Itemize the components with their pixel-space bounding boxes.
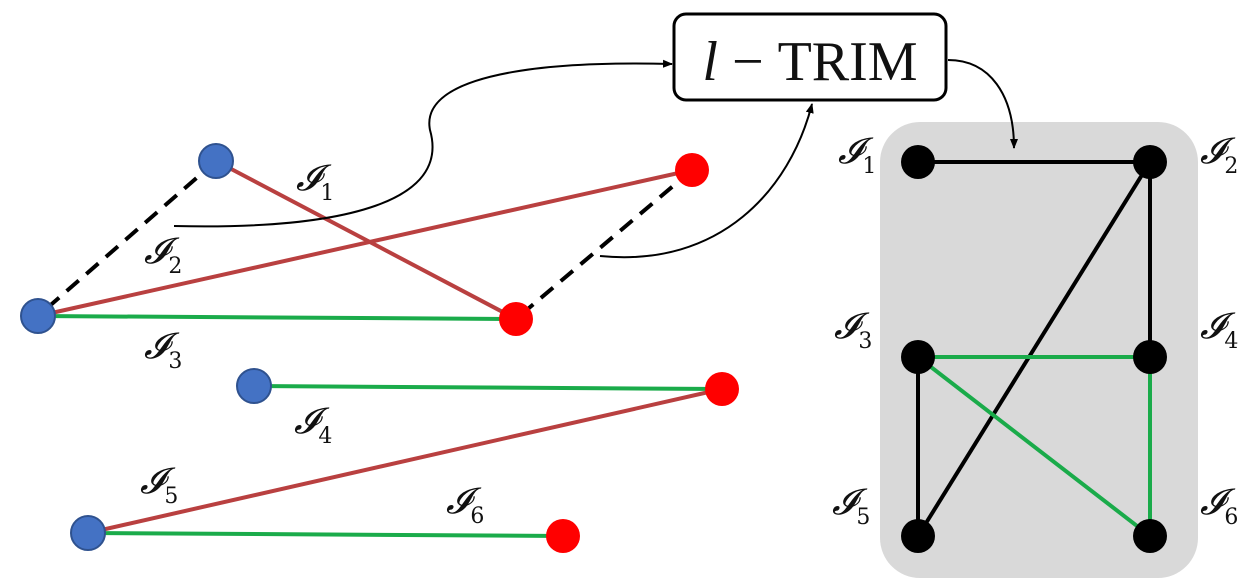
right-label-I6: 𝓘6 [1200, 482, 1238, 530]
left-edges [36, 159, 723, 538]
blue-node-b1 [198, 143, 234, 179]
dashed-edge-b1-b2 [36, 159, 218, 318]
red-node-r4 [546, 519, 580, 553]
result-graph-panel [880, 122, 1198, 578]
right-label-I3: 𝓘3 [834, 306, 872, 354]
right-edges [916, 160, 1152, 538]
node-I1 [901, 145, 935, 179]
blue-node-b4 [70, 515, 106, 551]
right-label-I5: 𝓘5 [832, 482, 870, 530]
node-I2 [1133, 145, 1167, 179]
edge-b4-r3 [87, 387, 723, 535]
arrow-to-trim-from-right [599, 103, 814, 259]
right-nodes [901, 145, 1167, 553]
right-label-I4: 𝓘4 [1200, 306, 1238, 354]
edge-b3-r3 [253, 384, 723, 391]
node-I6 [1133, 519, 1167, 553]
edge-b2-r1 [37, 168, 693, 318]
node-I5 [901, 519, 935, 553]
trim-box: l−TRIM [672, 12, 948, 102]
edge-I3-I6 [916, 355, 1152, 538]
blue-node-b3 [236, 368, 272, 404]
dashed-edge-r1-r2 [514, 168, 694, 321]
left-label-5: 𝓘5 [140, 461, 178, 509]
left-label-4: 𝓘4 [294, 401, 332, 449]
arrow-trim-to-result [947, 59, 1018, 149]
left-label-1: 𝓘1 [296, 158, 334, 206]
arrow-to-trim-from-left [173, 59, 673, 228]
trim-box-frame [672, 12, 948, 102]
edge-b2-r2 [37, 314, 517, 321]
left-nodes [20, 143, 739, 553]
edge-I2-I5 [916, 160, 1152, 538]
red-node-r2 [499, 302, 533, 336]
node-I4 [1133, 340, 1167, 374]
left-label-2: 𝓘2 [144, 231, 182, 279]
arrows [173, 59, 1018, 259]
blue-node-b2 [20, 298, 56, 334]
left-label-6: 𝓘6 [446, 481, 484, 529]
trim-label: l−TRIM [702, 31, 917, 93]
edge-b4-r4 [87, 531, 564, 538]
red-node-r1 [675, 153, 709, 187]
red-node-r3 [705, 372, 739, 406]
edge-b1-r2 [215, 159, 517, 321]
right-label-I1: 𝓘1 [838, 131, 876, 179]
left-label-3: 𝓘3 [144, 326, 182, 374]
right-label-I2: 𝓘2 [1200, 131, 1238, 179]
node-I3 [901, 340, 935, 374]
